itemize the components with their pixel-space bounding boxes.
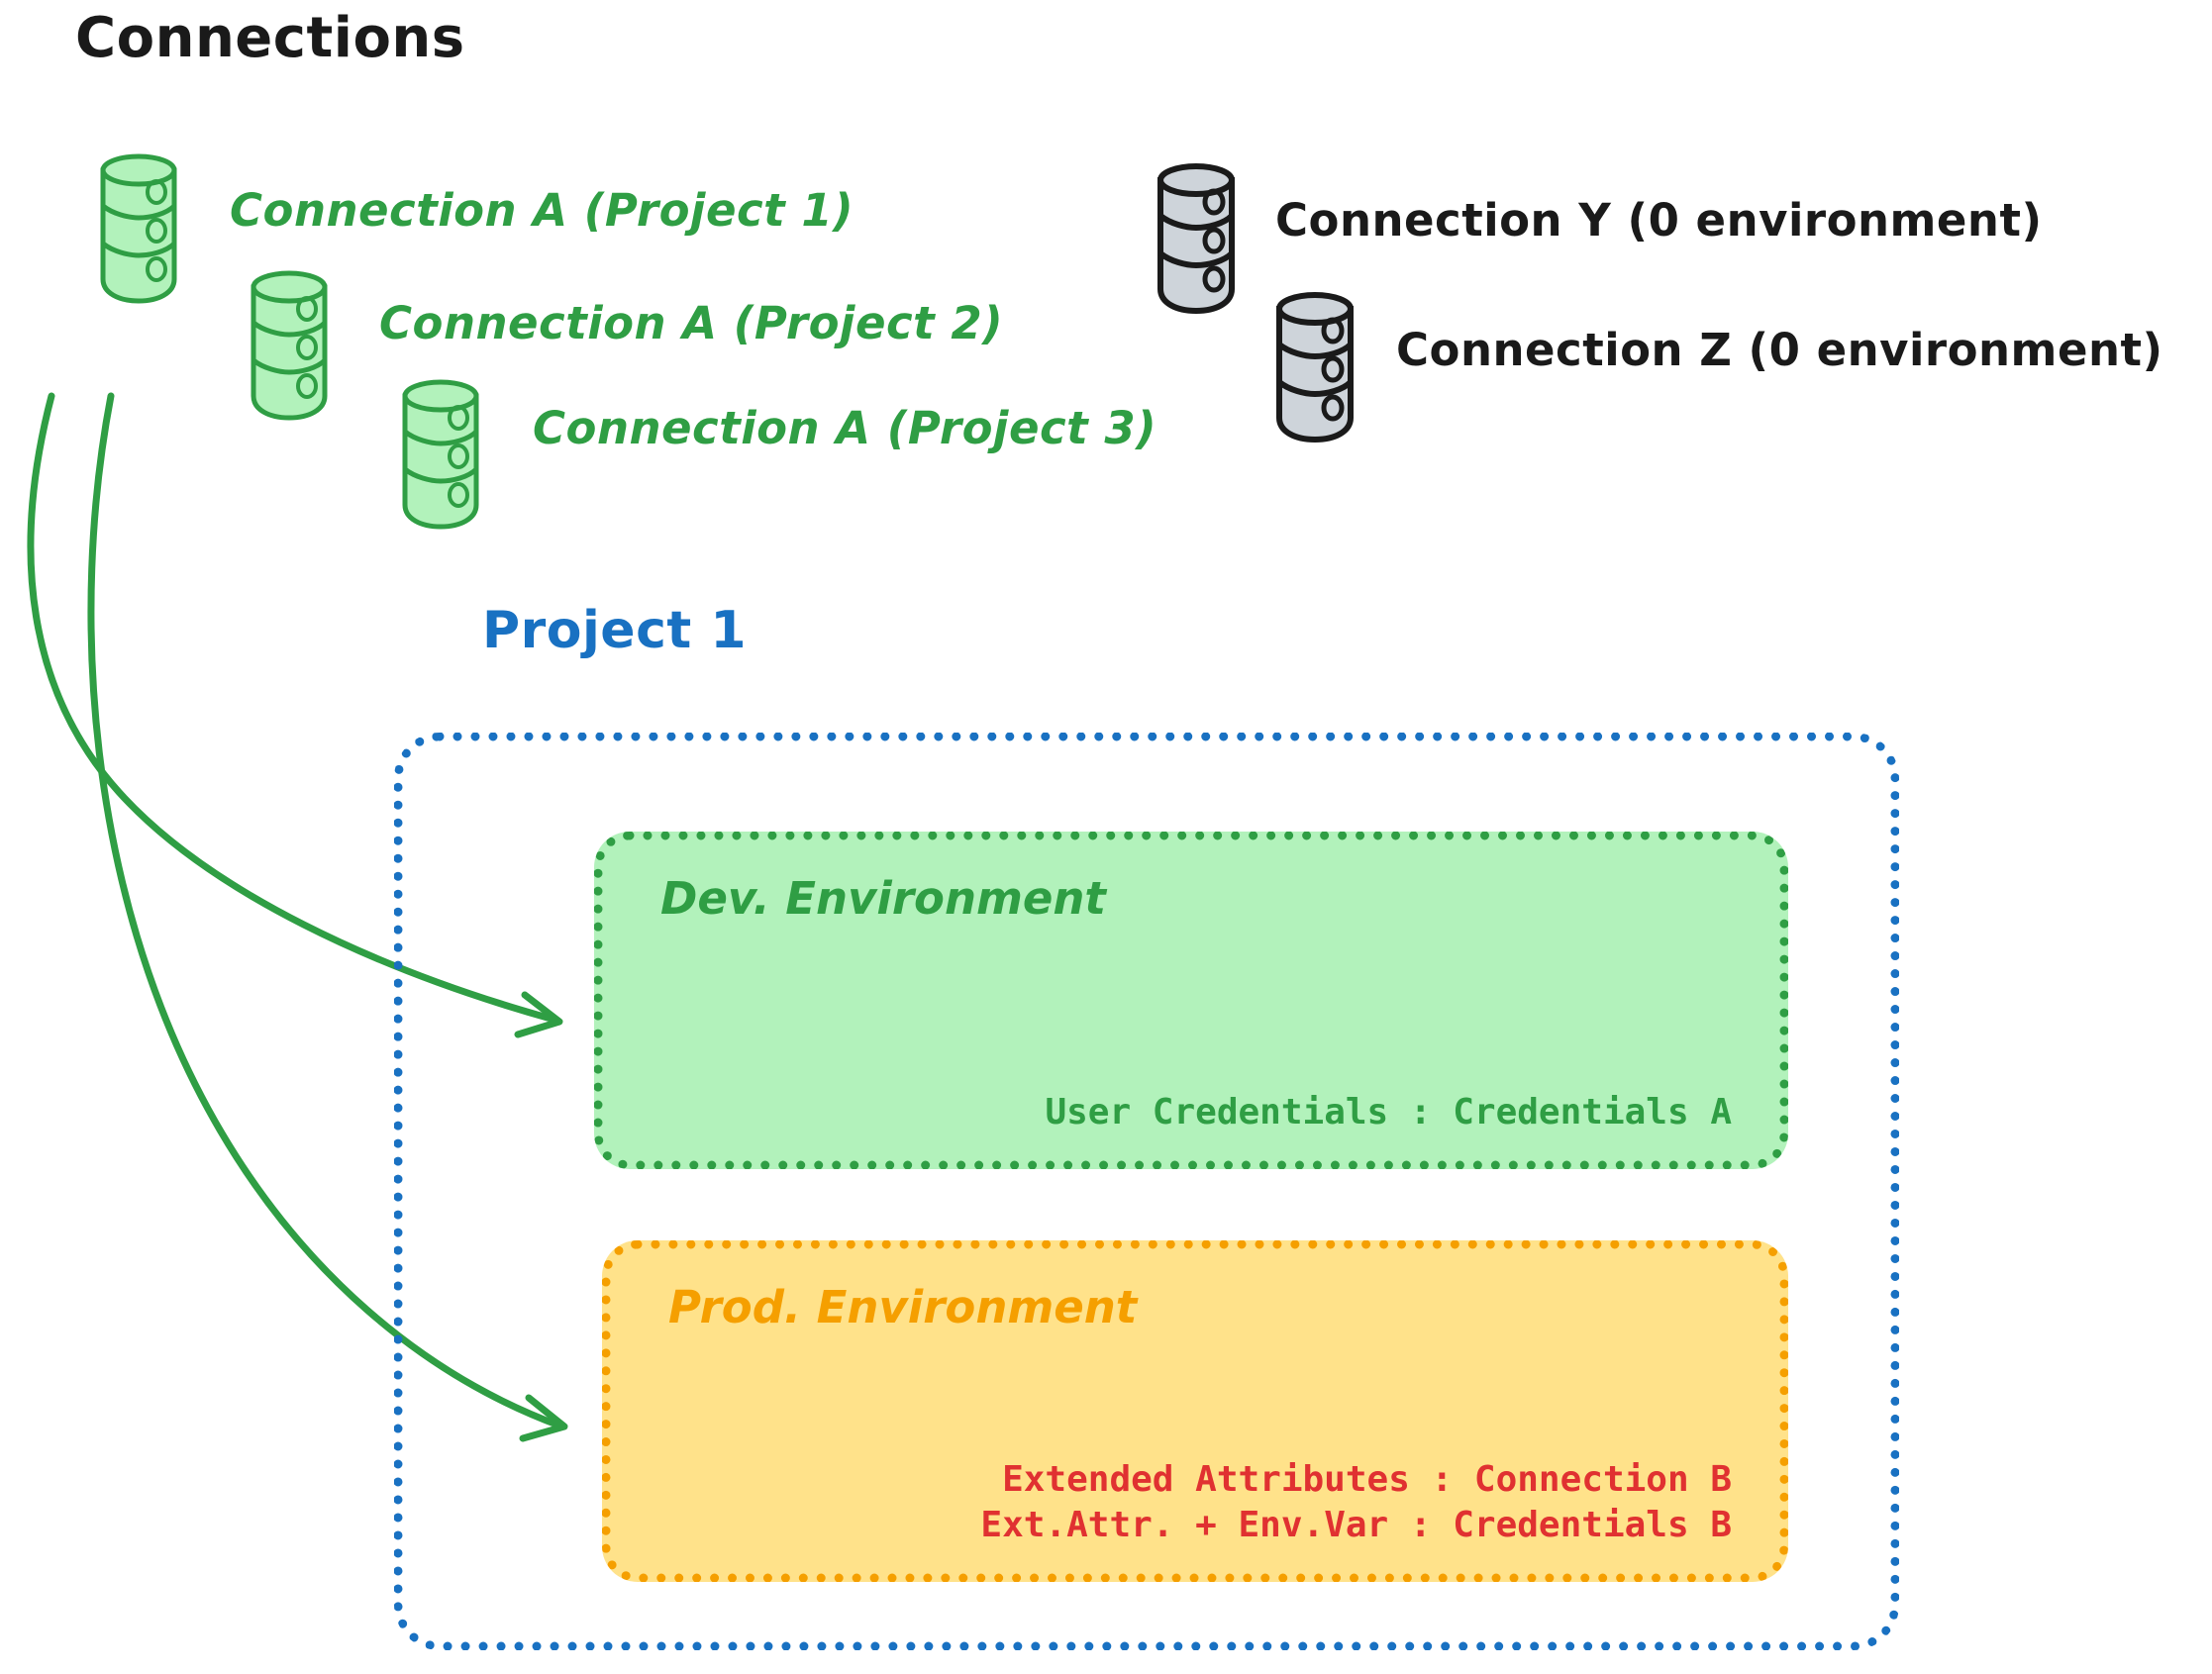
prod-environment-details: Extended Attributes : Connection B Ext.A… — [980, 1457, 1732, 1547]
dev-environment-box: Dev. Environment User Credentials : Cred… — [594, 832, 1788, 1169]
database-cylinder-icon-gray-y — [1157, 163, 1235, 315]
prod-extended-attributes-line: Extended Attributes : Connection B — [1002, 1459, 1732, 1501]
prod-ext-attr-env-var-line: Ext.Attr. + Env.Var : Credentials B — [980, 1504, 1732, 1545]
connection-label-gray-z: Connection Z (0 environment) — [1396, 324, 2163, 376]
project-boundary — [394, 733, 1899, 1650]
database-cylinder-icon-green-2 — [251, 270, 328, 421]
dev-credentials-line: User Credentials : Credentials A — [1045, 1091, 1732, 1132]
prod-environment-title: Prod. Environment — [668, 1281, 1138, 1333]
connection-label-green-3: Connection A (Project 3) — [533, 402, 1157, 454]
dev-environment-details: User Credentials : Credentials A — [1045, 1090, 1732, 1134]
database-cylinder-icon-green-3 — [402, 379, 479, 530]
project-title: Project 1 — [482, 601, 748, 660]
connection-label-gray-y: Connection Y (0 environment) — [1275, 194, 2043, 246]
page-title: Connections — [75, 6, 465, 70]
dev-environment-title: Dev. Environment — [660, 872, 1106, 925]
connection-label-green-2: Connection A (Project 2) — [379, 297, 1004, 349]
database-cylinder-icon-green-1 — [100, 153, 177, 304]
database-cylinder-icon-gray-z — [1276, 292, 1354, 443]
prod-environment-box: Prod. Environment Extended Attributes : … — [602, 1240, 1788, 1582]
connection-label-green-1: Connection A (Project 1) — [230, 184, 855, 237]
